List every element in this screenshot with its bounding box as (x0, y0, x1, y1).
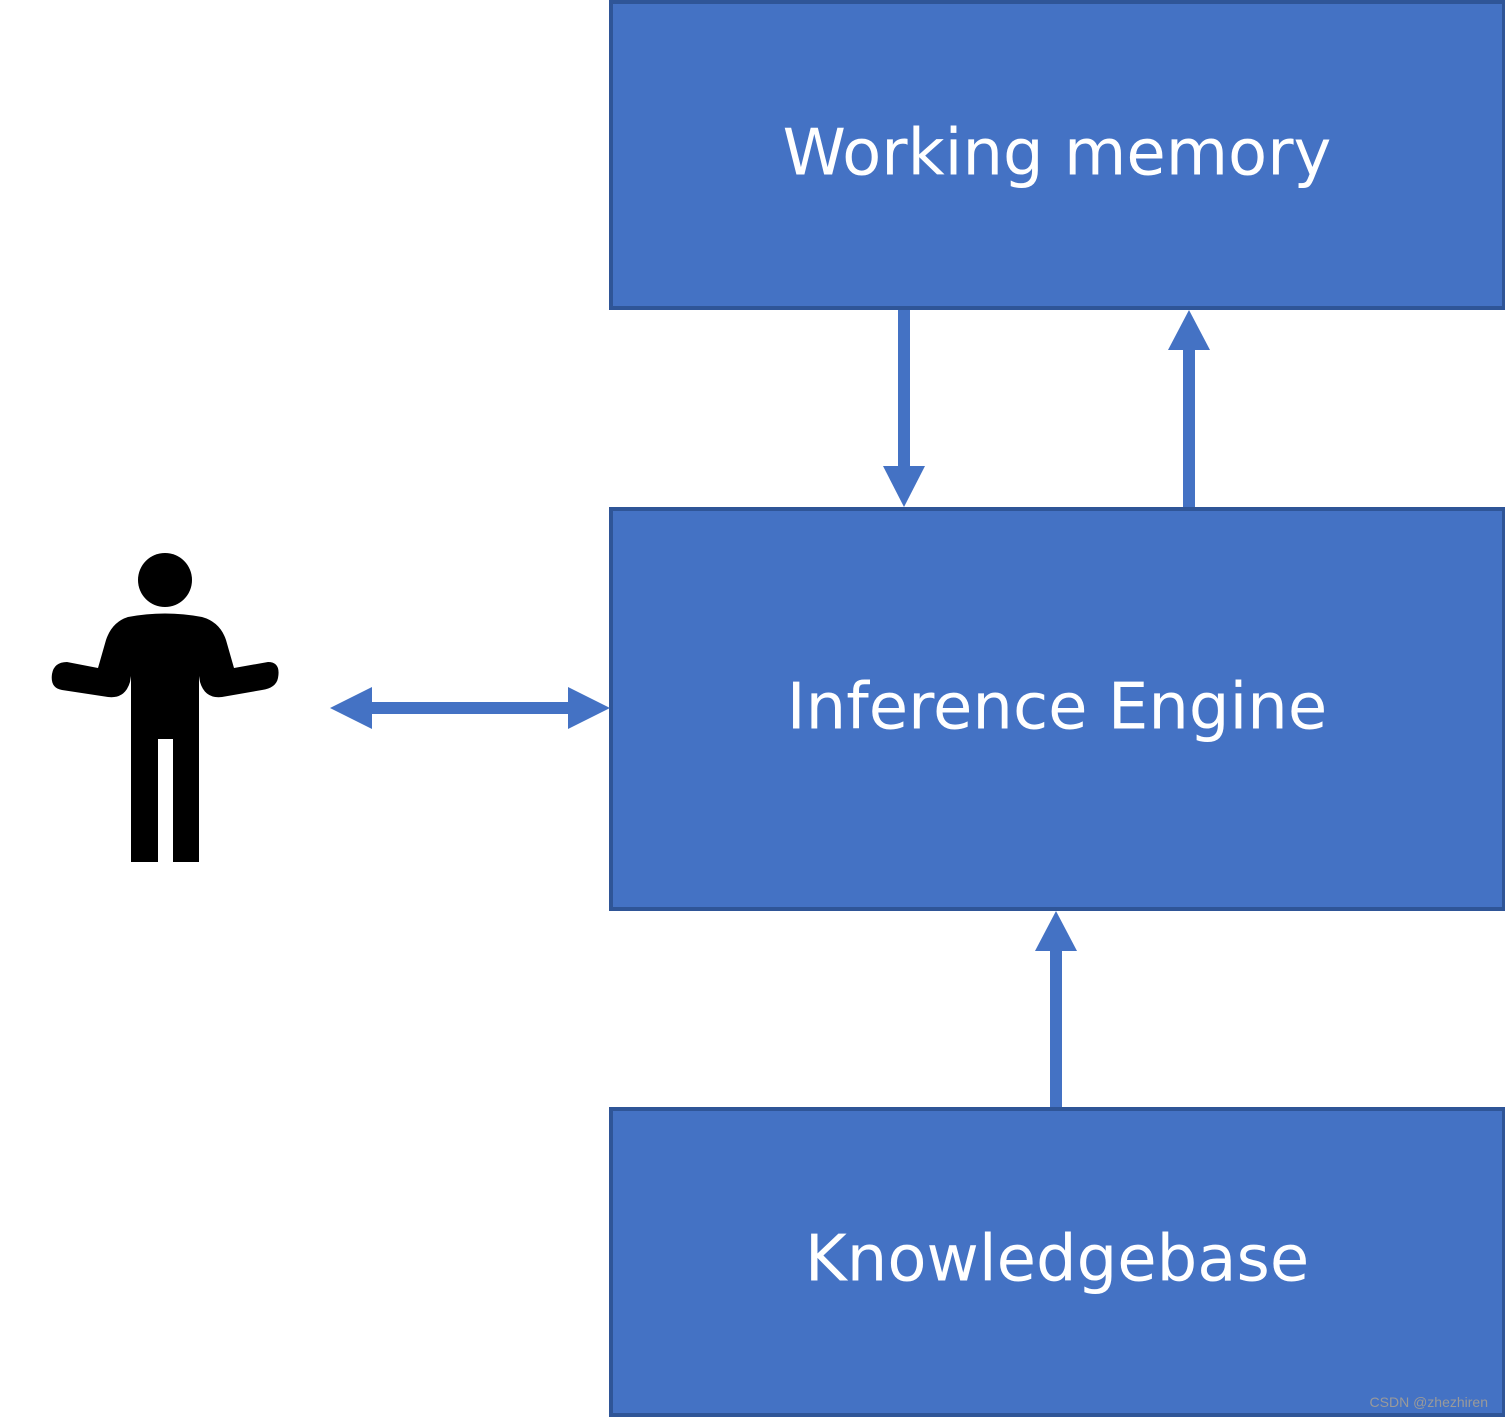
arrow-user-inference-engine-bidirectional (330, 687, 610, 729)
knowledgebase-label: Knowledgebase (805, 1223, 1309, 1297)
working-memory-node: Working memory (609, 0, 1505, 310)
watermark-text: CSDN @zhezhiren (1370, 1394, 1488, 1410)
working-memory-label: Working memory (783, 117, 1332, 191)
inference-engine-node: Inference Engine (609, 507, 1505, 911)
knowledgebase-node: Knowledgebase (609, 1107, 1505, 1417)
arrow-knowledgebase-to-inference-engine (1035, 911, 1077, 1107)
arrow-inference-engine-to-working-memory (1168, 310, 1210, 507)
person-shrugging-icon (51, 553, 279, 862)
working-memory-box (609, 0, 1505, 310)
knowledgebase-box (609, 1107, 1505, 1417)
inference-engine-box (609, 507, 1505, 911)
arrow-working-memory-to-inference-engine (883, 310, 925, 507)
inference-engine-label: Inference Engine (787, 671, 1327, 745)
